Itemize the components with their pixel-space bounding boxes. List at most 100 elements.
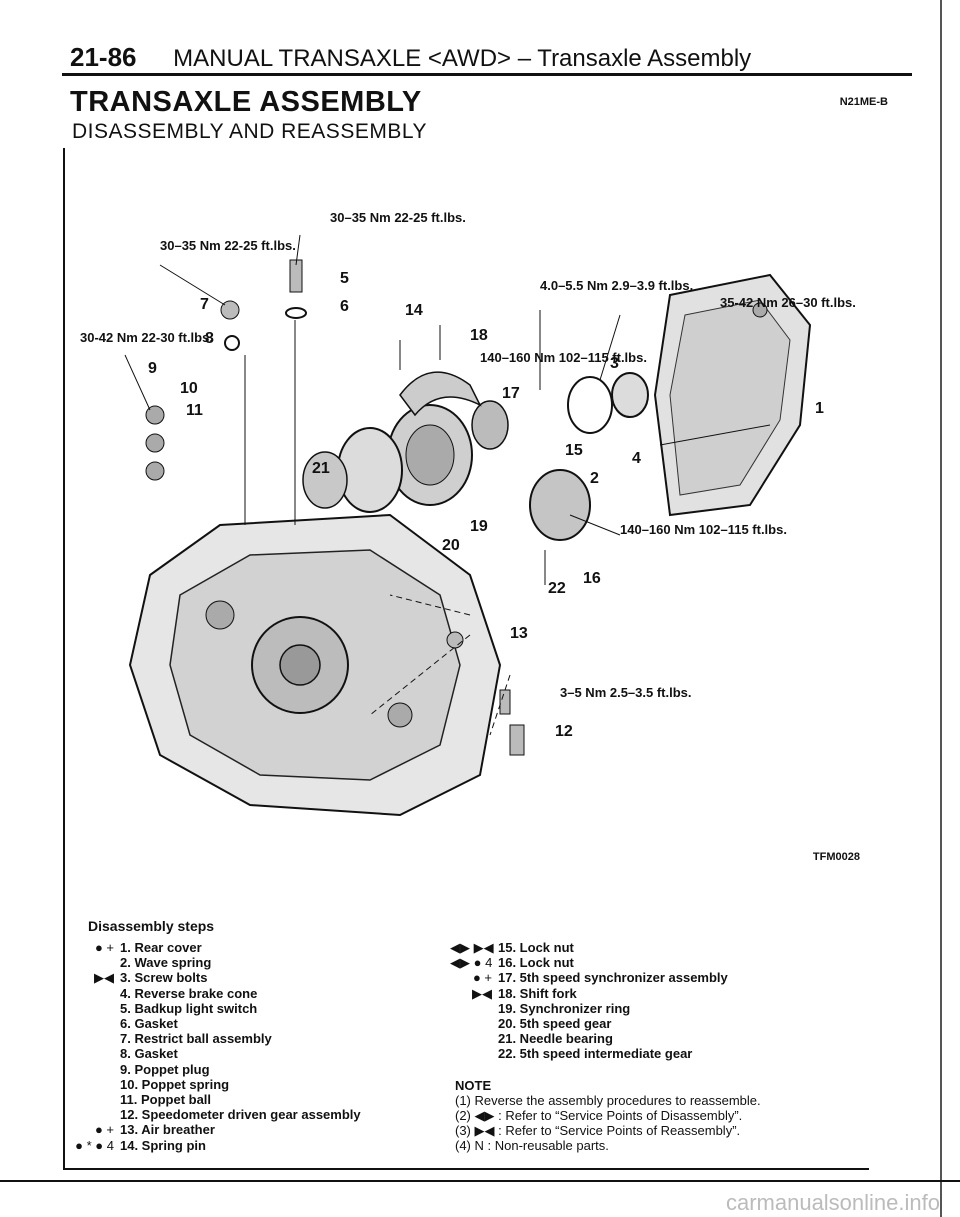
- torque-label: 3–5 Nm 2.5–3.5 ft.lbs.: [560, 685, 692, 700]
- step-item: ▶◀ 18. Shift fork: [450, 986, 728, 1001]
- step-item: 19. Synchronizer ring: [450, 1001, 728, 1016]
- torque-label: 30–35 Nm 22-25 ft.lbs.: [330, 210, 466, 225]
- steps-heading: Disassembly steps: [88, 918, 215, 934]
- note-line: (3) ▶◀ : Refer to “Service Points of Rea…: [455, 1123, 741, 1138]
- part-number: 2: [590, 470, 599, 487]
- step-text: 18. Shift fork: [498, 985, 577, 1001]
- step-item: ● + 17. 5th speed synchronizer assembly: [450, 970, 728, 985]
- step-item: 10. Poppet spring: [72, 1077, 361, 1092]
- frame-left-rule: [63, 148, 65, 1170]
- part-number: 13: [510, 625, 528, 642]
- part-number: 14: [405, 302, 423, 319]
- part-number: 20: [442, 537, 460, 554]
- step-text: 1. Rear cover: [120, 940, 202, 955]
- step-text: 7. Restrict ball assembly: [120, 1031, 272, 1047]
- step-text: 13. Air breather: [120, 1122, 215, 1138]
- running-header: 21-86 MANUAL TRANSAXLE <AWD> – Transaxle…: [70, 42, 751, 73]
- step-mark: ● +: [94, 1122, 114, 1138]
- step-item: 6. Gasket: [72, 1016, 361, 1031]
- part-number: 9: [148, 360, 157, 377]
- part-number: 17: [502, 385, 520, 402]
- step-mark: ▶◀: [94, 970, 114, 986]
- step-text: 12. Speedometer driven gear assembly: [120, 1107, 361, 1123]
- torque-label: 140–160 Nm 102–115 ft.lbs.: [620, 522, 787, 537]
- step-item: 9. Poppet plug: [72, 1062, 361, 1077]
- part-number: 10: [180, 380, 198, 397]
- step-item: ◀▶ ● 4 16. Lock nut: [450, 955, 728, 970]
- step-text: 8. Gasket: [120, 1046, 178, 1062]
- part-number: 3: [610, 355, 619, 372]
- figure-code: TFM0028: [812, 851, 860, 863]
- step-mark: ● +: [94, 940, 114, 955]
- section-code: N21ME-B: [839, 96, 888, 108]
- step-text: 4. Reverse brake cone: [120, 985, 258, 1001]
- step-text: 5. Badkup light switch: [120, 1000, 258, 1016]
- part-number: 5: [340, 270, 349, 287]
- step-item: 5. Badkup light switch: [72, 1001, 361, 1016]
- step-item: ● + 13. Air breather: [72, 1122, 361, 1137]
- part-number: 19: [470, 518, 488, 535]
- part-number: 11: [186, 402, 203, 419]
- page-subtitle: DISASSEMBLY AND REASSEMBLY: [72, 120, 427, 143]
- step-mark: ◀▶ ● 4: [450, 955, 493, 971]
- part-number: 21: [312, 460, 330, 477]
- torque-label: 35-42 Nm 26–30 ft.lbs.: [720, 295, 856, 310]
- part-number: 22: [548, 580, 566, 597]
- step-text: 21. Needle bearing: [498, 1031, 613, 1047]
- page-title: TRANSAXLE ASSEMBLY: [70, 86, 422, 118]
- part-number: 16: [583, 570, 601, 587]
- page-edge-rule: [940, 0, 942, 1217]
- step-item: 7. Restrict ball assembly: [72, 1031, 361, 1046]
- step-text: 15. Lock nut: [498, 940, 574, 955]
- note-heading: NOTE: [455, 1078, 492, 1093]
- step-item: 4. Reverse brake cone: [72, 986, 361, 1001]
- step-item: 8. Gasket: [72, 1046, 361, 1061]
- step-text: 6. Gasket: [120, 1016, 178, 1032]
- step-text: 11. Poppet ball: [120, 1092, 212, 1108]
- part-number: 1: [815, 400, 824, 417]
- note-line: (2) ◀▶ : Refer to “Service Points of Dis…: [455, 1108, 743, 1123]
- step-item: 21. Needle bearing: [450, 1031, 728, 1046]
- note-line: (4) N : Non-reusable parts.: [455, 1138, 609, 1153]
- step-text: 14. Spring pin: [120, 1137, 206, 1153]
- step-item: 12. Speedometer driven gear assembly: [72, 1107, 361, 1122]
- step-text: 20. 5th speed gear: [498, 1016, 612, 1032]
- part-number: 18: [470, 327, 488, 344]
- step-text: 17. 5th speed synchronizer assembly: [498, 970, 728, 986]
- step-text: 19. Synchronizer ring: [498, 1000, 631, 1016]
- step-item: ● * ● 4 14. Spring pin: [72, 1138, 361, 1153]
- step-item: 20. 5th speed gear: [450, 1016, 728, 1031]
- watermark: carmanualsonline.info: [725, 1190, 940, 1215]
- footer-rule: [0, 1180, 960, 1182]
- step-item: ● + 1. Rear cover: [72, 940, 361, 955]
- step-item: 2. Wave spring: [72, 955, 361, 970]
- step-item: ◀▶ ▶◀15. Lock nut: [450, 940, 728, 955]
- note-line: (1) Reverse the assembly procedures to r…: [455, 1093, 761, 1108]
- step-mark: ▶◀: [472, 985, 492, 1001]
- step-item: 11. Poppet ball: [72, 1092, 361, 1107]
- part-number: 4: [632, 450, 641, 467]
- page-number: 21-86: [70, 42, 137, 72]
- step-mark: ● * ● 4: [75, 1137, 114, 1153]
- torque-label: 30-42 Nm 22-30 ft.lbs.: [80, 330, 213, 345]
- part-number: 7: [200, 296, 209, 313]
- step-text: 9. Poppet plug: [120, 1061, 210, 1077]
- part-number: 12: [555, 723, 573, 740]
- step-text: 22. 5th speed intermediate gear: [498, 1046, 693, 1062]
- running-title: MANUAL TRANSAXLE <AWD> – Transaxle Assem…: [173, 45, 752, 72]
- step-text: 2. Wave spring: [120, 955, 212, 971]
- part-number: 6: [340, 298, 349, 315]
- steps-right-column: ◀▶ ▶◀15. Lock nut◀▶ ● 4 16. Lock nut ● + 17…: [450, 940, 728, 1062]
- torque-label: 30–35 Nm 22-25 ft.lbs.: [160, 238, 296, 253]
- note-block: NOTE (1) Reverse the assembly procedures…: [455, 1078, 761, 1153]
- step-text: 10. Poppet spring: [120, 1076, 230, 1092]
- step-text: 16. Lock nut: [498, 955, 574, 971]
- torque-label: 140–160 Nm 102–115 ft.lbs.: [480, 350, 647, 365]
- header-rule: [62, 73, 912, 76]
- torque-label: 4.0–5.5 Nm 2.9–3.9 ft.lbs.: [540, 278, 694, 293]
- step-item: 22. 5th speed intermediate gear: [450, 1046, 728, 1061]
- step-text: 3. Screw bolts: [120, 970, 208, 986]
- step-mark: ● +: [472, 970, 492, 986]
- part-number: 15: [565, 442, 583, 459]
